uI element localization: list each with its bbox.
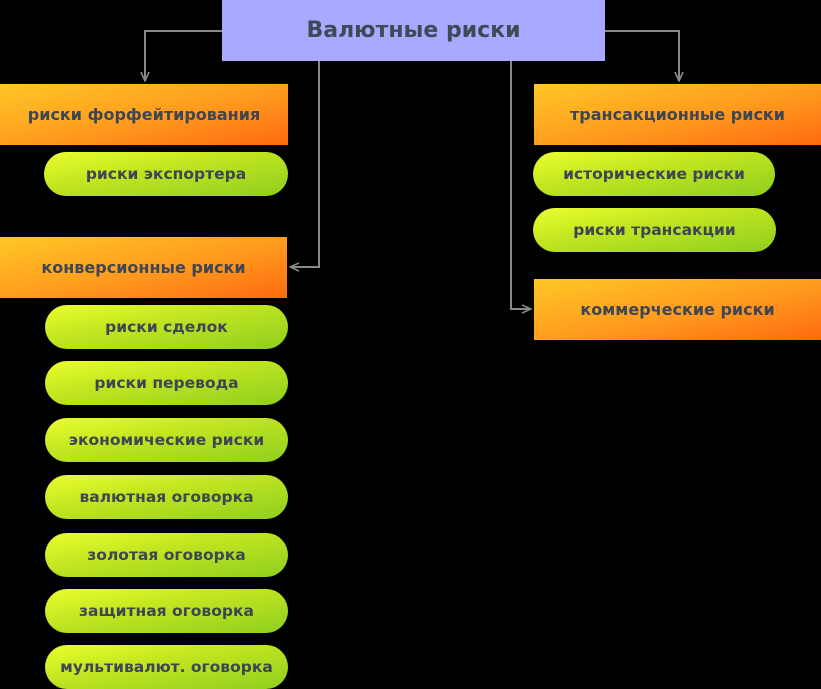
- item-historical-risks: исторические риски: [533, 152, 775, 196]
- category-label: риски форфейтирования: [27, 105, 261, 124]
- category-transaction-risks: трансакционные риски: [534, 84, 821, 145]
- item-multicurrency-clause: мультивалют. оговорка: [45, 645, 288, 689]
- connector-root-to-conversion: [291, 61, 320, 267]
- item-label: защитная оговорка: [79, 602, 254, 620]
- connector-root-to-transaction: [605, 30, 679, 80]
- category-label: конверсионные риски: [41, 258, 246, 277]
- root-label: Валютные риски: [306, 18, 521, 43]
- item-deal-risks: риски сделок: [45, 305, 288, 349]
- connector-root-to-forfaiting: [145, 30, 222, 80]
- item-gold-clause: золотая оговорка: [45, 533, 288, 577]
- item-protective-clause: защитная оговорка: [45, 589, 288, 633]
- item-label: мультивалют. оговорка: [60, 658, 273, 676]
- item-label: экономические риски: [68, 431, 265, 449]
- item-label: риски сделок: [105, 318, 228, 336]
- item-economic-risks: экономические риски: [45, 418, 288, 462]
- item-transaction-risks: риски трансакции: [533, 208, 776, 252]
- root-node: Валютные риски: [222, 0, 605, 61]
- item-label: риски перевода: [94, 374, 239, 392]
- category-commercial-risks: коммерческие риски: [534, 279, 821, 340]
- category-label: коммерческие риски: [580, 300, 775, 319]
- category-conversion-risks: конверсионные риски: [0, 237, 287, 298]
- category-label: трансакционные риски: [570, 105, 785, 124]
- item-currency-clause: валютная оговорка: [45, 475, 288, 519]
- item-label: риски трансакции: [573, 221, 736, 239]
- item-label: риски экспортера: [85, 165, 247, 183]
- item-label: валютная оговорка: [79, 488, 254, 506]
- category-forfaiting-risks: риски форфейтирования: [0, 84, 288, 145]
- connector-root-to-commercial: [510, 61, 530, 309]
- item-exporter-risks: риски экспортера: [44, 152, 288, 196]
- item-translation-risks: риски перевода: [45, 361, 288, 405]
- item-label: исторические риски: [563, 165, 745, 183]
- item-label: золотая оговорка: [87, 546, 246, 564]
